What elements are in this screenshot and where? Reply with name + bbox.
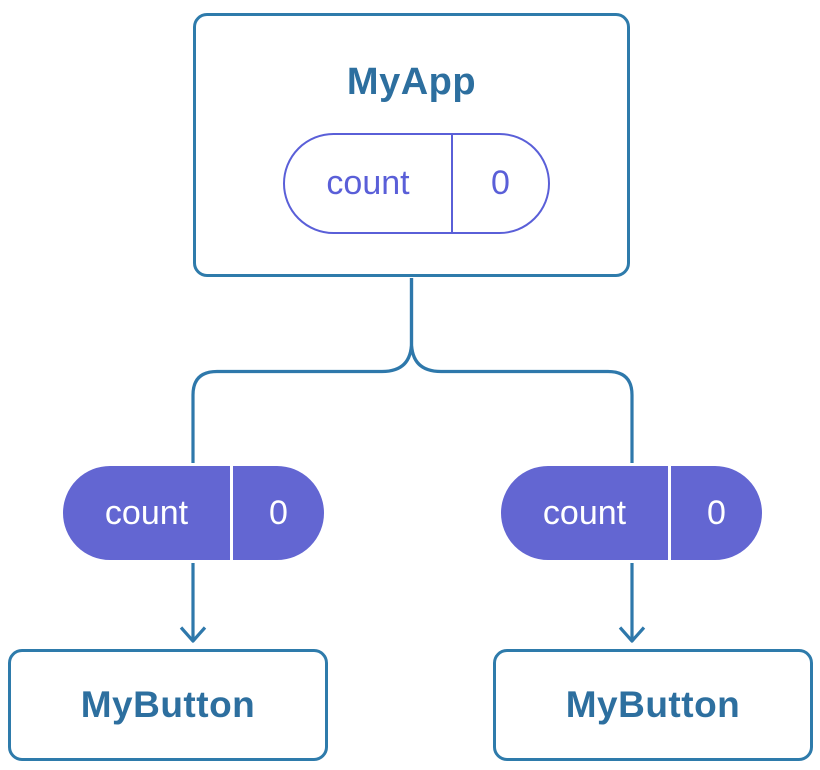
child-component-title: MyButton bbox=[565, 684, 741, 725]
prop-pill-left: count 0 bbox=[60, 463, 327, 563]
root-component-title: MyApp bbox=[346, 61, 477, 103]
root-component-card: MyApp count 0 bbox=[193, 13, 630, 277]
child-component-card-right: MyButton bbox=[493, 649, 813, 761]
prop-pill-key: count bbox=[501, 466, 671, 560]
state-pill: count 0 bbox=[283, 133, 550, 234]
state-pill-key: count bbox=[285, 135, 453, 232]
fork-line-right bbox=[409, 278, 634, 641]
prop-pill-value: 0 bbox=[269, 493, 288, 532]
arrow-down-icon bbox=[618, 626, 646, 643]
fork-line-left bbox=[191, 278, 414, 641]
arrow-down-icon bbox=[179, 626, 207, 643]
prop-pill-value: 0 bbox=[707, 493, 726, 532]
state-pill-value: 0 bbox=[491, 164, 510, 202]
prop-pill-key: count bbox=[63, 466, 233, 560]
prop-pill-right: count 0 bbox=[498, 463, 765, 563]
child-component-card-left: MyButton bbox=[8, 649, 328, 761]
child-component-title: MyButton bbox=[80, 684, 256, 725]
